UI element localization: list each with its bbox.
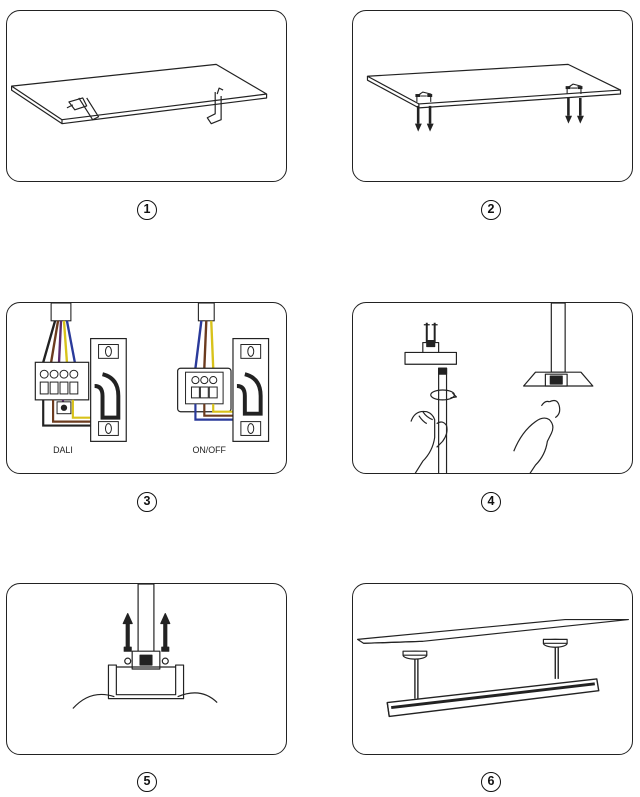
ceiling-canopy xyxy=(404,322,458,365)
step-number-badge: 6 xyxy=(481,772,501,792)
on-off-label: ON/OFF xyxy=(192,445,226,455)
lamp-fixing-illustration xyxy=(72,584,218,709)
step-2-panel xyxy=(352,10,633,182)
finished-luminaire-illustration xyxy=(356,618,629,718)
bracket-screw-installation-illustration xyxy=(366,63,622,132)
step-number-badge: 4 xyxy=(481,492,501,512)
step-3-panel: DALI xyxy=(6,302,287,474)
step-4-panel xyxy=(352,302,633,474)
suspension-rod-attachment-illustration xyxy=(404,303,594,473)
wiring-diagram-illustration: DALI xyxy=(34,303,270,455)
hand-icon xyxy=(513,399,561,473)
mounting-bracket-with-screws xyxy=(565,83,584,124)
on-off-wiring-diagram: ON/OFF xyxy=(177,303,270,455)
step-1-panel xyxy=(6,10,287,182)
step-number-badge: 1 xyxy=(137,200,157,220)
dali-wiring-diagram: DALI xyxy=(34,303,127,455)
step-6-panel xyxy=(352,583,633,755)
ceiling-clip-installation-illustration xyxy=(10,63,268,125)
step-number-badge: 2 xyxy=(481,200,501,220)
step-number-badge: 3 xyxy=(137,492,157,512)
dali-label: DALI xyxy=(53,445,73,455)
step-number-badge: 5 xyxy=(137,772,157,792)
step-5-panel xyxy=(6,583,287,755)
mounting-bracket-with-screws xyxy=(414,91,434,132)
hand-icon xyxy=(410,410,448,473)
